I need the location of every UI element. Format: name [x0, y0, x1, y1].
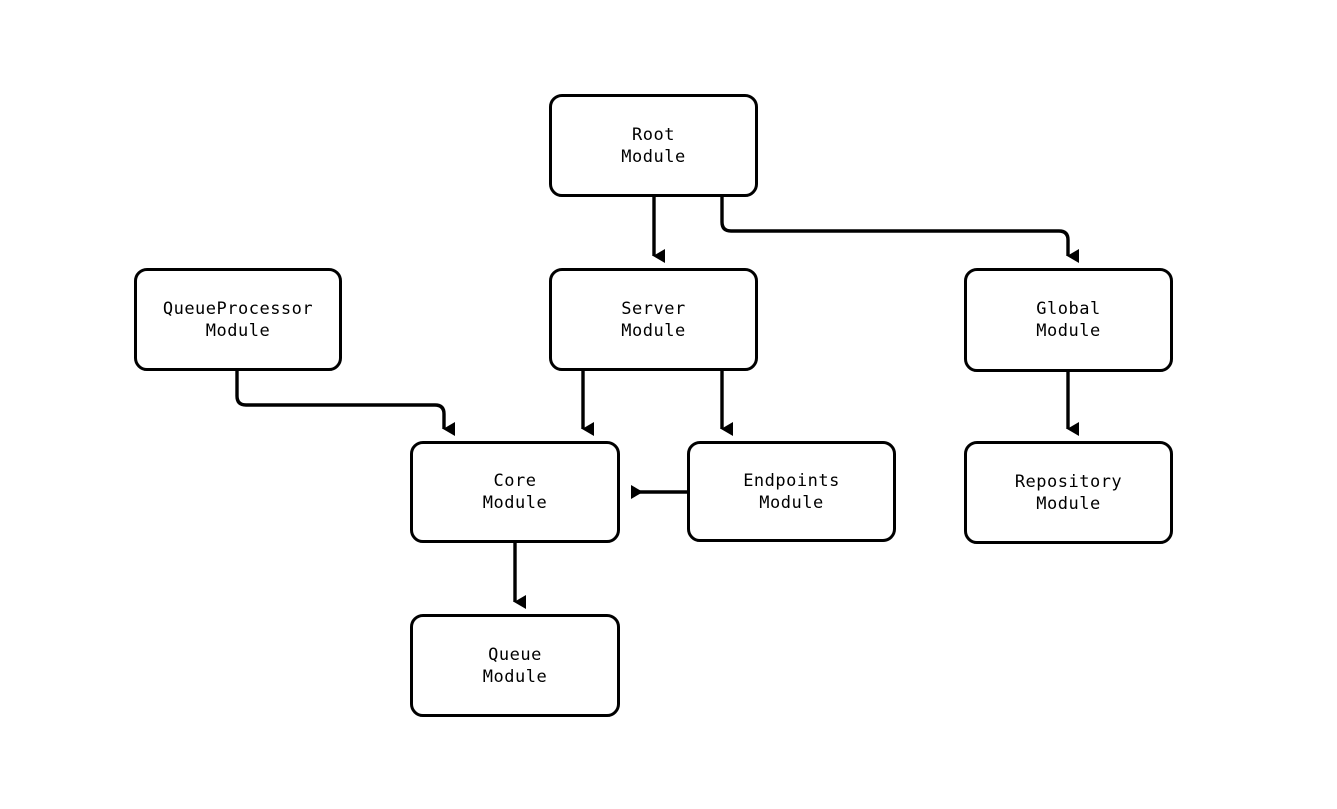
node-root-module-line1: Root	[632, 124, 675, 145]
node-global-module-line1: Global	[1036, 299, 1101, 319]
node-repository-module-line1: Repository	[1014, 471, 1123, 492]
node-core-module[interactable]: Core Module	[410, 441, 620, 543]
node-global-module[interactable]: Global Module	[964, 268, 1173, 372]
node-queueprocessor-module-line2: Module	[205, 320, 271, 341]
node-queueprocessor-module[interactable]: QueueProcessor Module	[134, 268, 342, 371]
edge-root-to-global	[720, 197, 1079, 263]
node-root-module[interactable]: Root Module	[549, 94, 758, 197]
node-core-module-line2: Module	[482, 493, 548, 513]
node-server-module[interactable]: Server Module	[549, 268, 758, 371]
node-global-module-line2: Module	[1036, 321, 1101, 341]
node-queueprocessor-module-line1: QueueProcessor	[162, 298, 314, 319]
node-core-module-line1: Core	[493, 471, 537, 491]
node-repository-module-line2: Module	[1036, 493, 1101, 514]
node-queue-module[interactable]: Queue Module	[410, 614, 620, 717]
node-root-module-line2: Module	[621, 146, 686, 167]
edge-queueprocessor-to-core	[235, 371, 455, 436]
node-endpoints-module-line2: Module	[759, 492, 824, 513]
node-server-module-line2: Module	[621, 320, 686, 341]
node-queue-module-line2: Module	[482, 666, 548, 687]
node-endpoints-module[interactable]: Endpoints Module	[687, 441, 896, 542]
node-repository-module[interactable]: Repository Module	[964, 441, 1173, 544]
node-endpoints-module-line1: Endpoints	[743, 470, 840, 491]
node-server-module-line1: Server	[621, 298, 686, 319]
node-queue-module-line1: Queue	[488, 644, 542, 665]
